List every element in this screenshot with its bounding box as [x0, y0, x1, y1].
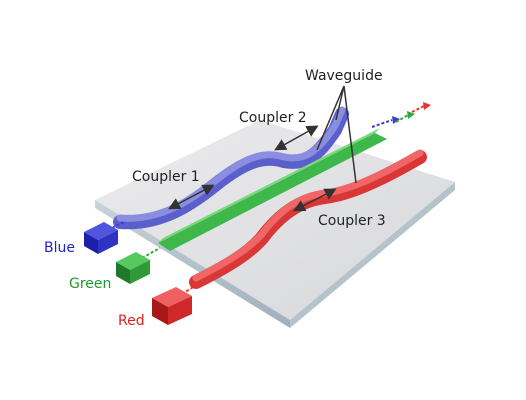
coupler1-label: Coupler 1	[132, 169, 200, 185]
blue-waveguide	[113, 106, 349, 230]
blue-label: Blue	[44, 240, 75, 256]
coupler3-arrow	[292, 188, 337, 212]
output-beams	[371, 102, 431, 128]
coupler2-label: Coupler 2	[239, 110, 307, 126]
coupler3-label: Coupler 3	[318, 213, 386, 229]
green-label: Green	[69, 276, 111, 292]
waveguide-pointers	[316, 85, 357, 184]
input-beams	[111, 221, 199, 295]
green-waveguide	[158, 128, 387, 251]
red-label: Red	[118, 313, 145, 329]
coupler1-arrow	[168, 184, 215, 210]
red-source	[152, 287, 192, 325]
green-source	[116, 252, 150, 284]
coupler2-arrow	[274, 125, 319, 151]
blue-source	[84, 222, 118, 254]
waveguide-label: Waveguide	[305, 68, 383, 84]
